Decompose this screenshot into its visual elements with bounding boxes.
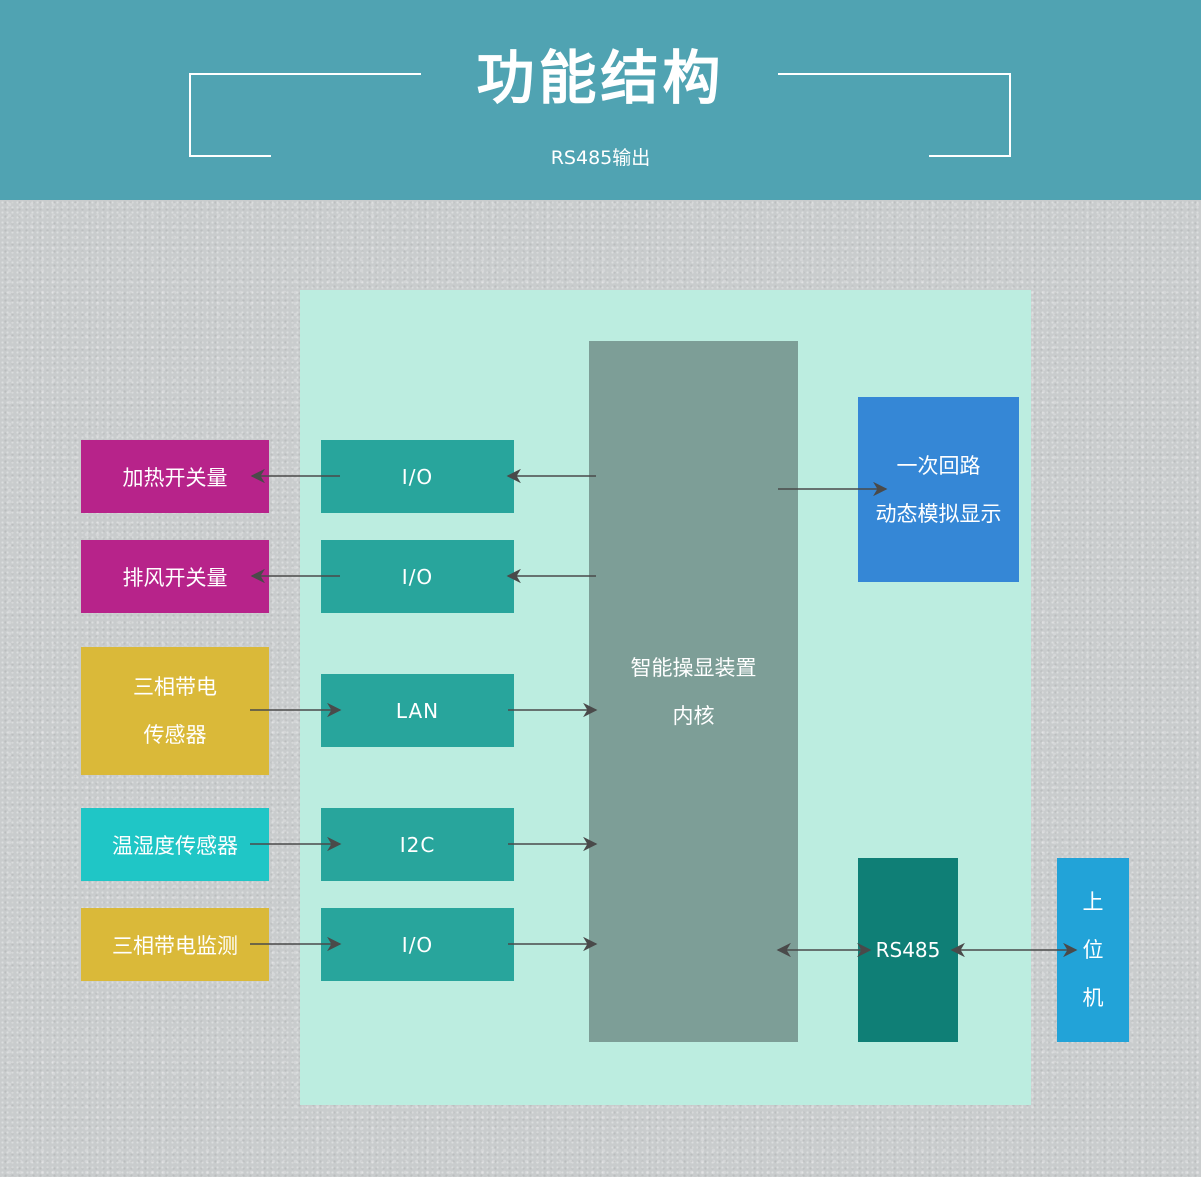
three-phase-monitor-label: 三相带电监测: [112, 933, 238, 958]
circuit-display-line2: 动态模拟显示: [875, 501, 1002, 526]
host-computer-char3: 机: [1082, 986, 1104, 1010]
rs485-block: RS485: [858, 858, 958, 1042]
page-title: 功能结构: [476, 44, 725, 112]
three-phase-sensor-line2: 传感器: [143, 723, 207, 747]
core-label-line1: 智能操显装置: [630, 655, 757, 680]
frame-line-bottom-right: [929, 155, 1011, 157]
io-interface-2: I/O: [321, 540, 514, 613]
circuit-display-block: 一次回路 动态模拟显示: [858, 397, 1019, 582]
three-phase-sensor-line1: 三相带电: [133, 675, 217, 699]
host-computer-char2: 位: [1082, 938, 1104, 962]
frame-line-right: [1009, 73, 1011, 157]
io-interface-3-label: I/O: [401, 932, 434, 957]
temp-humidity-sensor-label: 温湿度传感器: [112, 833, 238, 858]
host-computer-char1: 上: [1082, 890, 1104, 914]
three-phase-sensor-block: 三相带电 传感器: [81, 647, 269, 775]
rs485-label: RS485: [875, 938, 941, 962]
io-interface-2-label: I/O: [401, 564, 434, 589]
i2c-interface: I2C: [321, 808, 514, 881]
core-label-line2: 内核: [672, 703, 715, 728]
frame-line-top-left: [189, 73, 421, 75]
exhaust-switch-block: 排风开关量: [81, 540, 269, 613]
heating-switch-block: 加热开关量: [81, 440, 269, 513]
io-interface-3: I/O: [321, 908, 514, 981]
circuit-display-line1: 一次回路: [896, 453, 981, 478]
heating-switch-label: 加热开关量: [122, 465, 228, 490]
frame-line-top-right: [778, 73, 1011, 75]
frame-line-left: [189, 73, 191, 157]
host-computer-block: 上 位 机: [1057, 858, 1129, 1042]
temp-humidity-sensor-block: 温湿度传感器: [81, 808, 269, 881]
i2c-interface-label: I2C: [399, 832, 436, 857]
io-interface-1: I/O: [321, 440, 514, 513]
page-subtitle: RS485输出: [550, 147, 651, 169]
lan-interface-label: LAN: [395, 698, 440, 723]
core-block: 智能操显装置 内核: [589, 341, 798, 1042]
lan-interface: LAN: [321, 674, 514, 747]
three-phase-monitor-block: 三相带电监测: [81, 908, 269, 981]
io-interface-1-label: I/O: [401, 464, 434, 489]
header-banner: [0, 0, 1201, 200]
exhaust-switch-label: 排风开关量: [122, 565, 228, 590]
frame-line-bottom-left: [189, 155, 271, 157]
